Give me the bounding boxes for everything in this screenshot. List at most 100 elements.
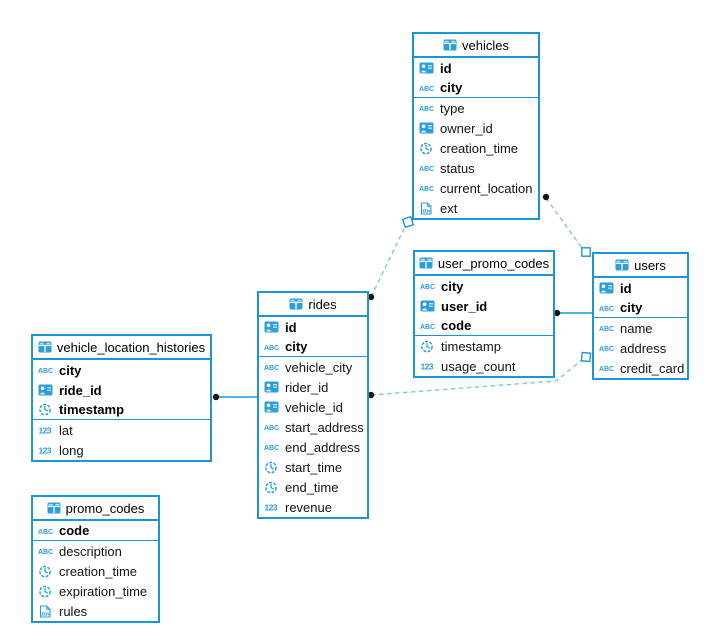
field-row-rides-city[interactable]: ABC city: [259, 337, 367, 357]
svg-text:ABC: ABC: [419, 86, 434, 93]
relationship-vehicles-to-users[interactable]: [542, 193, 591, 257]
svg-text:ABC: ABC: [38, 549, 53, 556]
field-row-vehicles-type[interactable]: ABC type: [419, 100, 465, 116]
db-table-header[interactable]: promo_codes: [33, 497, 158, 521]
field-row-vehicles-current_location[interactable]: ABC current_location: [419, 180, 533, 196]
field-row-vehicles-ext[interactable]: JSON ext: [414, 198, 538, 218]
db-table-users[interactable]: users id ABC city ABC name ABC address A…: [592, 252, 689, 380]
db-table-header[interactable]: user_promo_codes: [415, 252, 553, 276]
field-row-promo_codes-creation_time[interactable]: creation_time: [33, 561, 158, 581]
db-table-header[interactable]: vehicle_location_histories: [33, 336, 210, 360]
field-row-users-city[interactable]: ABC city: [594, 298, 687, 318]
svg-text:ABC: ABC: [419, 106, 434, 113]
field-row-vehicle_location_histories-lat[interactable]: 123 lat: [38, 422, 73, 438]
field-list: id ABC city ABC vehicle_city rider_id ve…: [259, 317, 367, 517]
db-table-header[interactable]: users: [594, 254, 687, 278]
field-row-rides-start_time[interactable]: start_time: [259, 457, 367, 477]
id-badge-icon: [264, 401, 279, 414]
num-icon: 123: [38, 424, 53, 437]
field-row-vehicle_location_histories-long[interactable]: 123 long: [38, 442, 84, 458]
field-row-vehicle_location_histories-ride_id[interactable]: ride_id: [33, 380, 210, 400]
relationship-rides-to-users[interactable]: [367, 351, 592, 399]
relationship-endpoint-diamond: [581, 247, 591, 257]
relationship-endpoint-dot: [367, 293, 375, 301]
id-badge-icon: [419, 122, 434, 135]
db-table-header[interactable]: vehicles: [414, 34, 538, 58]
svg-text:ABC: ABC: [264, 365, 279, 372]
abc-icon: ABC: [419, 182, 434, 195]
field-row-users-credit_card[interactable]: ABC credit_card: [599, 360, 685, 376]
num-icon: 123: [38, 444, 53, 457]
field-row-rides-id[interactable]: id: [259, 317, 367, 337]
field-list: id ABC city ABC type owner_id creation_t…: [414, 58, 538, 218]
field-row-promo_codes-rules[interactable]: JSON rules: [33, 601, 158, 621]
field-row-user_promo_codes-usage_count[interactable]: 123 usage_count: [420, 358, 516, 374]
field-row-rides-end_address[interactable]: ABC end_address: [264, 439, 361, 455]
abc-icon: ABC: [419, 102, 434, 115]
relationship-user_promo_codes-to-users[interactable]: [553, 309, 592, 317]
clock-icon: [264, 481, 279, 494]
abc-icon: ABC: [264, 441, 279, 454]
db-table-vehicle_location_histories[interactable]: vehicle_location_histories ABC city ride…: [31, 334, 212, 462]
field-row-vehicle_location_histories-timestamp[interactable]: timestamp: [33, 400, 210, 420]
svg-text:ABC: ABC: [599, 346, 614, 353]
abc-icon: ABC: [599, 362, 614, 375]
field-row-users-name[interactable]: ABC name: [599, 320, 653, 336]
clock-icon: [419, 142, 434, 155]
svg-text:ABC: ABC: [420, 284, 435, 291]
relationship-endpoint-diamond: [580, 351, 592, 363]
field-row-vehicles-id[interactable]: id: [414, 58, 538, 78]
abc-icon: ABC: [38, 524, 53, 537]
abc-icon: ABC: [38, 545, 53, 558]
field-row-rides-rider_id[interactable]: rider_id: [259, 377, 367, 397]
db-table-vehicles[interactable]: vehicles id ABC city ABC type owner_id c…: [412, 32, 540, 220]
db-table-user_promo_codes[interactable]: user_promo_codes ABC city user_id ABC co…: [413, 250, 555, 378]
svg-text:123: 123: [39, 446, 52, 456]
field-row-vehicles-creation_time[interactable]: creation_time: [414, 138, 538, 158]
relationship-rides-to-vehicles[interactable]: [367, 215, 415, 301]
field-list: ABC city user_id ABC code timestamp 123 …: [415, 276, 553, 376]
field-row-promo_codes-expiration_time[interactable]: expiration_time: [33, 581, 158, 601]
field-row-vehicles-owner_id[interactable]: owner_id: [414, 118, 538, 138]
table-icon: [47, 502, 61, 514]
field-row-user_promo_codes-timestamp[interactable]: timestamp: [415, 336, 553, 356]
field-row-rides-end_time[interactable]: end_time: [259, 477, 367, 497]
db-table-promo_codes[interactable]: promo_codes ABC code ABC description cre…: [31, 495, 160, 623]
svg-text:ABC: ABC: [599, 366, 614, 373]
field-row-rides-vehicle_city[interactable]: ABC vehicle_city: [264, 359, 353, 375]
clock-icon: [38, 565, 53, 578]
field-row-users-id[interactable]: id: [594, 278, 687, 298]
abc-icon: ABC: [599, 322, 614, 335]
field-row-vehicle_location_histories-city[interactable]: ABC city: [38, 362, 82, 378]
field-row-promo_codes-code[interactable]: ABC code: [33, 521, 158, 541]
abc-icon: ABC: [419, 162, 434, 175]
clock-icon: [420, 340, 435, 353]
relationship-endpoint-dot: [212, 393, 220, 401]
field-row-vehicles-status[interactable]: ABC status: [419, 160, 475, 176]
field-row-rides-start_address[interactable]: ABC start_address: [264, 419, 364, 435]
id-badge-icon: [419, 62, 434, 75]
abc-icon: ABC: [599, 301, 614, 314]
field-row-vehicles-city[interactable]: ABC city: [414, 78, 538, 98]
table-name: rides: [308, 296, 337, 312]
db-table-header[interactable]: rides: [259, 293, 367, 317]
svg-text:ABC: ABC: [419, 186, 434, 193]
field-row-user_promo_codes-code[interactable]: ABC code: [415, 316, 553, 336]
field-row-rides-vehicle_id[interactable]: vehicle_id: [259, 397, 367, 417]
field-row-user_promo_codes-user_id[interactable]: user_id: [415, 296, 553, 316]
field-row-rides-revenue[interactable]: 123 revenue: [264, 499, 332, 515]
svg-text:ABC: ABC: [419, 166, 434, 173]
svg-text:JSON: JSON: [422, 208, 431, 213]
field-row-promo_codes-description[interactable]: ABC description: [38, 543, 122, 559]
relationship-vehicle_location_histories-to-rides[interactable]: [212, 393, 257, 401]
relationship-endpoint-dot: [553, 309, 561, 317]
svg-text:123: 123: [421, 362, 434, 372]
field-row-user_promo_codes-city[interactable]: ABC city: [420, 278, 464, 294]
svg-text:ABC: ABC: [264, 445, 279, 452]
id-badge-icon: [420, 300, 435, 313]
db-table-rides[interactable]: rides id ABC city ABC vehicle_city rider…: [257, 291, 369, 519]
field-row-users-address[interactable]: ABC address: [599, 340, 667, 356]
abc-icon: ABC: [264, 421, 279, 434]
